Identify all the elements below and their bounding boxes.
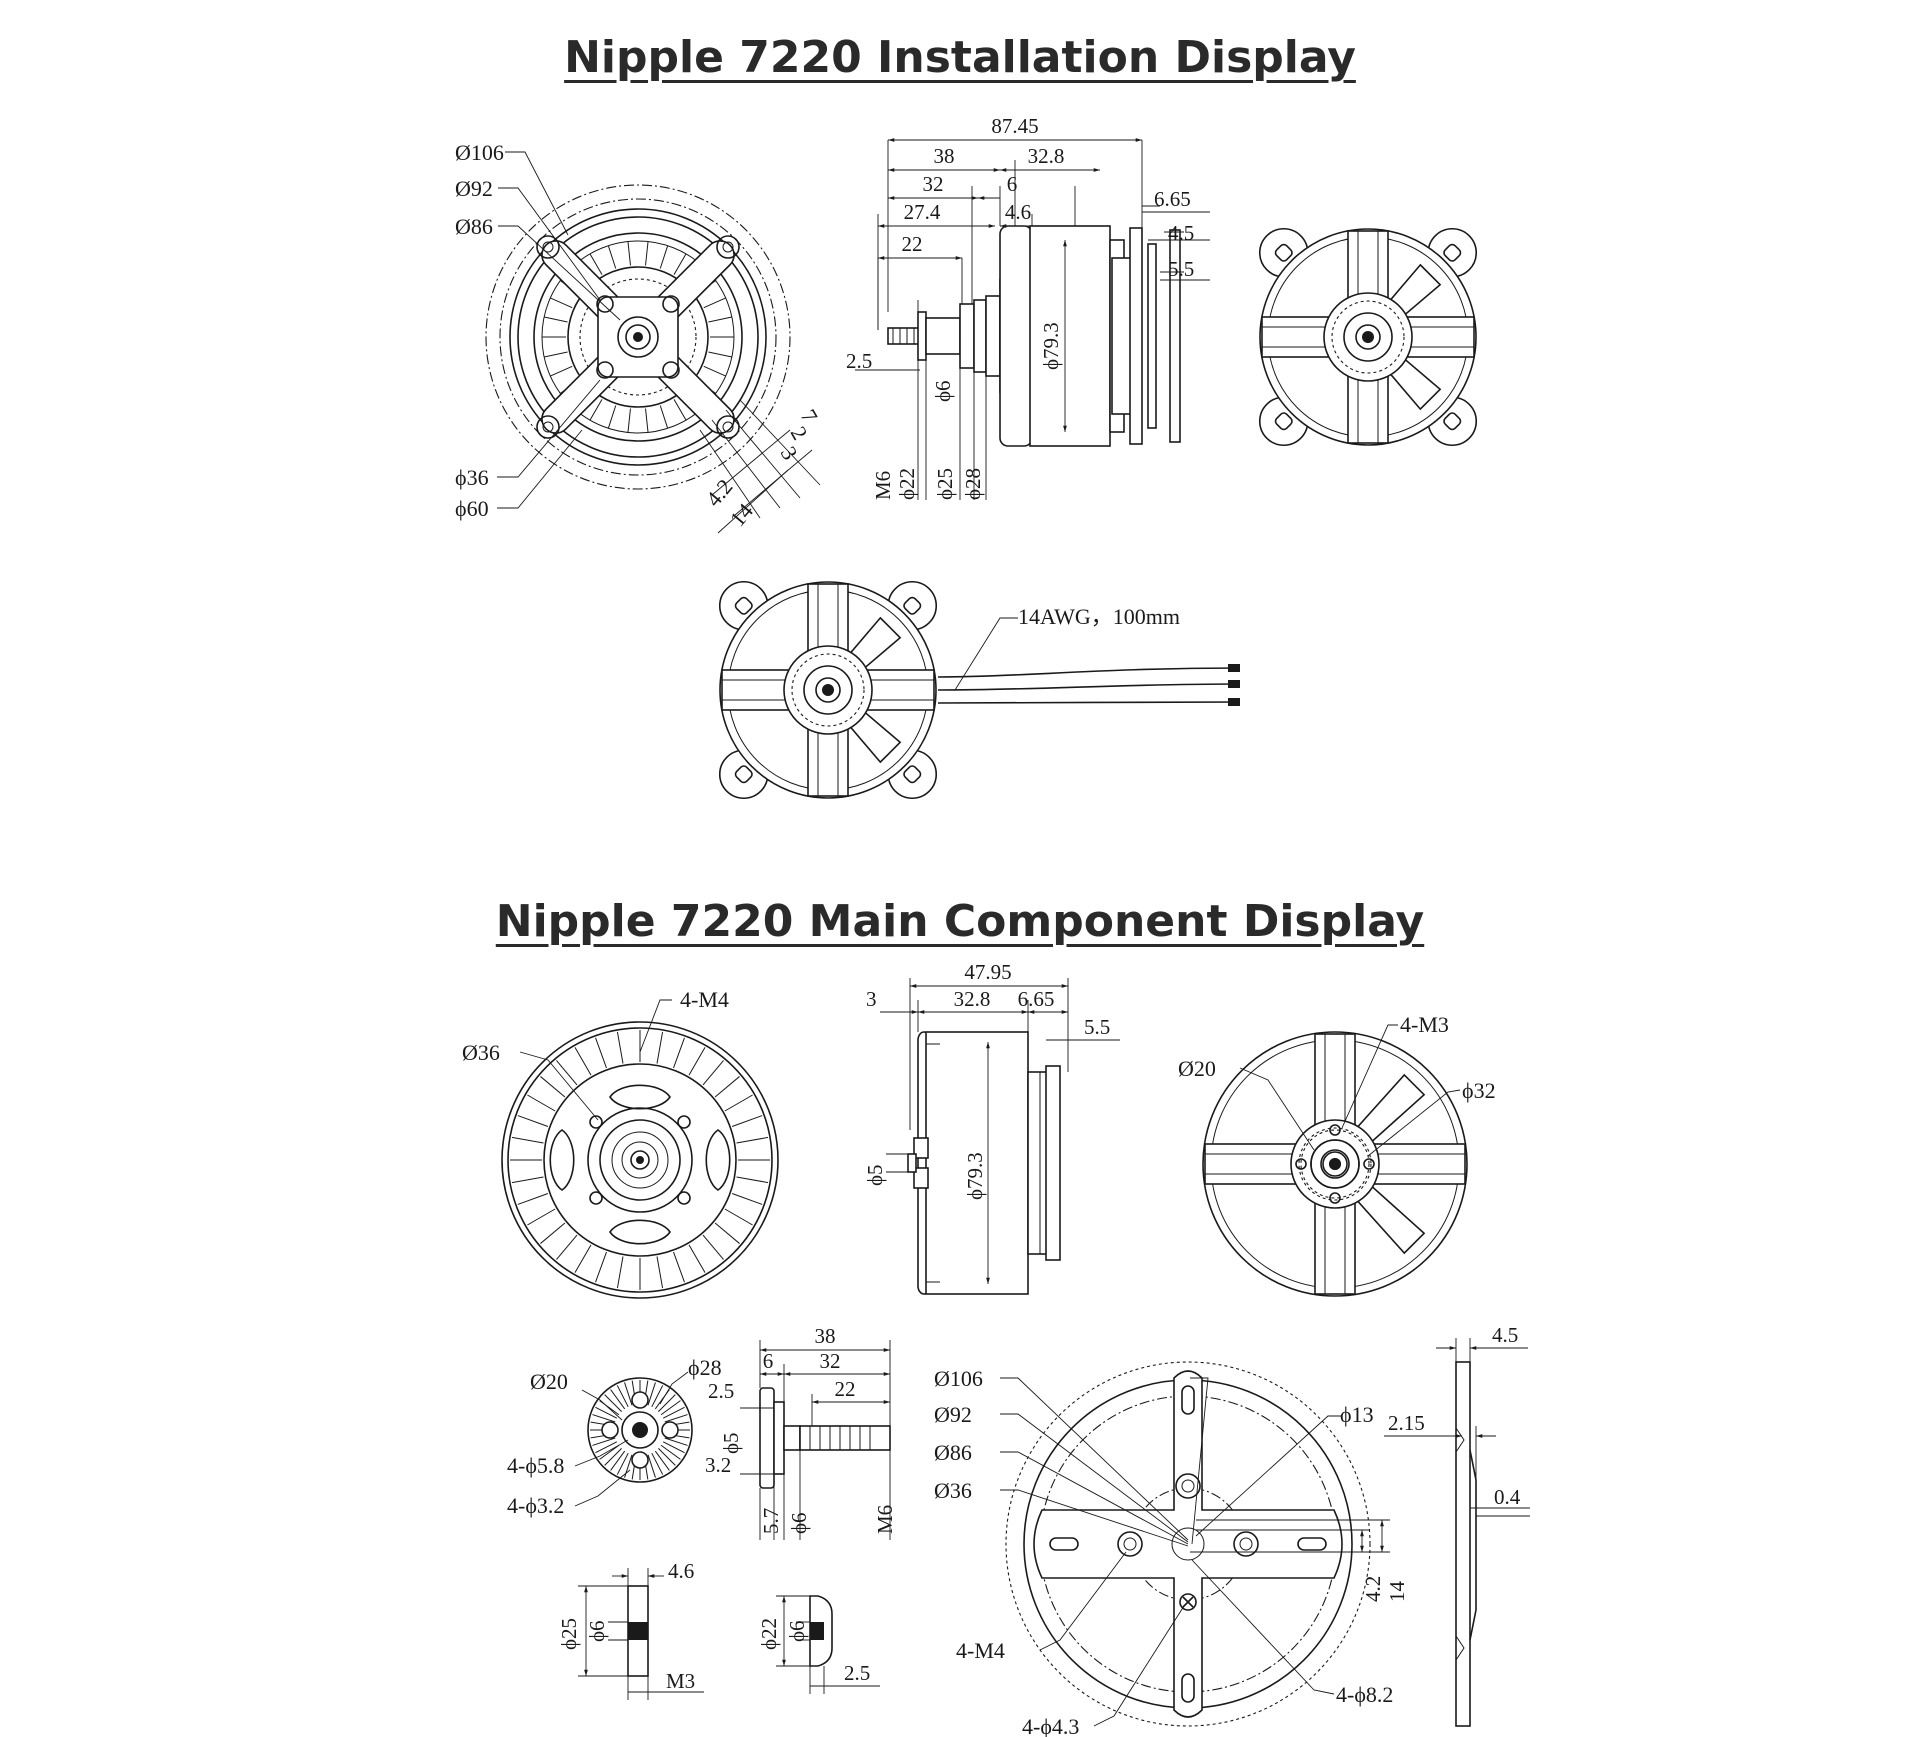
dim-m-14: 14	[1385, 1581, 1409, 1603]
dim-27-4: 27.4	[904, 200, 941, 224]
dim-d22: ϕ22	[895, 468, 919, 500]
dim-6-65b: 6.65	[1018, 987, 1055, 1011]
dim-d79-3b: ϕ79.3	[963, 1152, 987, 1200]
dim-d79-3: ϕ79.3	[1039, 322, 1063, 370]
dim-a-m6: M6	[873, 1505, 897, 1534]
dim-a-d6: ϕ6	[787, 1512, 811, 1534]
dim-d36: Ø36	[462, 1040, 500, 1065]
dim-4-5: 4.5	[1168, 221, 1194, 245]
installation-side-view: 87.45 38 32.8 32 6 27.4 4.6 6.65 22 4.5 …	[846, 114, 1210, 500]
dim-a-3-2: 3.2	[705, 1453, 731, 1477]
dim-d86: Ø86	[455, 214, 493, 239]
dim-d5: ϕ5	[863, 1164, 887, 1186]
mount-side-view: 4.5 2.15 0.4	[1384, 1323, 1530, 1727]
dim-m-d13: ϕ13	[1340, 1402, 1374, 1427]
dim-d6: ϕ6	[931, 380, 955, 402]
dim-m-d92: Ø92	[934, 1402, 972, 1427]
motor-side-view: 47.95 3 32.8 6.65 5.5 ϕ5 ϕ79.3	[863, 960, 1120, 1295]
washer-b-view: ϕ22 ϕ6 2.5	[757, 1595, 880, 1694]
dim-m-h8-2: 4-ϕ8.2	[1336, 1682, 1393, 1707]
dim-s-2-15: 2.15	[1388, 1411, 1425, 1435]
component-title: Nipple 7220 Main Component Display	[495, 896, 1425, 947]
dim-5-5b: 5.5	[1084, 1015, 1110, 1039]
dim-w-4-6: 4.6	[668, 1559, 694, 1583]
dim-6: 6	[1007, 172, 1018, 196]
dim-4-m3: 4-M3	[1400, 1012, 1449, 1037]
dim-22: 22	[902, 232, 923, 256]
dim-wb-d6: ϕ6	[785, 1620, 809, 1642]
dim-32: 32	[923, 172, 944, 196]
dim-32-8: 32.8	[1028, 144, 1065, 168]
dim-d20: Ø20	[1178, 1056, 1216, 1081]
dim-d60: ϕ60	[455, 496, 489, 521]
prop-adapter-views: Ø20 ϕ28 4-ϕ5.8 4-ϕ3.2 38 6 32 2.5 22 ϕ5 …	[507, 1324, 897, 1540]
dim-d28: ϕ28	[961, 468, 985, 500]
dim-a-5-7: 5.7	[759, 1508, 783, 1534]
stator-back-view: 4-M3 Ø20 ϕ32	[1178, 1012, 1496, 1297]
installation-title: Nipple 7220 Installation Display	[564, 32, 1356, 83]
dim-a-32: 32	[820, 1349, 841, 1373]
dim-m-4-2: 4.2	[1361, 1576, 1385, 1602]
dim-d36: ϕ36	[455, 465, 489, 490]
installation-back-view	[1258, 227, 1478, 447]
dim-d25: ϕ25	[933, 468, 957, 500]
dim-a-38: 38	[815, 1324, 836, 1348]
dim-2-5: 2.5	[846, 349, 872, 373]
dim-5-5: 5.5	[1168, 257, 1194, 281]
dim-4-6: 4.6	[1005, 200, 1031, 224]
dim-6-65: 6.65	[1154, 187, 1191, 211]
dim-s-4-5: 4.5	[1492, 1323, 1518, 1347]
installation-wire-view: 14AWG，100mm	[718, 580, 1241, 800]
dim-38: 38	[934, 144, 955, 168]
dim-a-h5-8: 4-ϕ5.8	[507, 1453, 564, 1478]
dim-3: 3	[866, 987, 877, 1011]
dim-m-d86: Ø86	[934, 1440, 972, 1465]
dim-a-d28: ϕ28	[688, 1355, 722, 1380]
dim-87-45: 87.45	[991, 114, 1038, 138]
installation-front-view: Ø106 Ø92 Ø86 ϕ36 ϕ60 7 2 3 4.2 14	[455, 140, 823, 534]
dim-w-d6: ϕ6	[585, 1620, 609, 1642]
dim-32-8b: 32.8	[954, 987, 991, 1011]
dim-w-m3: M3	[666, 1669, 695, 1693]
dim-a-6: 6	[763, 1349, 774, 1373]
dim-47-95: 47.95	[964, 960, 1011, 984]
dim-m-d36: Ø36	[934, 1478, 972, 1503]
dim-m-h4-3: 4-ϕ4.3	[1022, 1714, 1079, 1737]
rotor-front-view: 4-M4 Ø36	[462, 987, 779, 1299]
dim-wb-2-5: 2.5	[844, 1661, 870, 1685]
dim-w-d25: ϕ25	[557, 1618, 581, 1650]
dim-m-4-m4: 4-M4	[956, 1638, 1005, 1663]
dim-wb-d22: ϕ22	[757, 1618, 781, 1650]
washer-a-view: 4.6 ϕ25 ϕ6 M3	[557, 1559, 704, 1700]
wire-label: 14AWG，100mm	[1018, 604, 1180, 629]
dim-d106: Ø106	[455, 140, 504, 165]
dim-a-h3-2: 4-ϕ3.2	[507, 1493, 564, 1518]
dim-s-0-4: 0.4	[1494, 1485, 1521, 1509]
dim-2: 2	[786, 422, 813, 444]
dim-4-m4: 4-M4	[680, 987, 729, 1012]
dim-a-d5: ϕ5	[719, 1432, 743, 1454]
dim-m-d106: Ø106	[934, 1366, 983, 1391]
dim-m6: M6	[871, 471, 895, 500]
dim-a-22: 22	[835, 1377, 856, 1401]
dim-d32: ϕ32	[1462, 1078, 1496, 1103]
dim-d92: Ø92	[455, 176, 493, 201]
dim-a-2-5: 2.5	[708, 1379, 734, 1403]
dim-a-d20: Ø20	[530, 1369, 568, 1394]
x-mount-view: Ø106 Ø92 Ø86 Ø36 ϕ13 4-M4 4-ϕ4.3 4-ϕ8.2 …	[934, 1361, 1409, 1737]
dim-14: 14	[725, 498, 758, 531]
